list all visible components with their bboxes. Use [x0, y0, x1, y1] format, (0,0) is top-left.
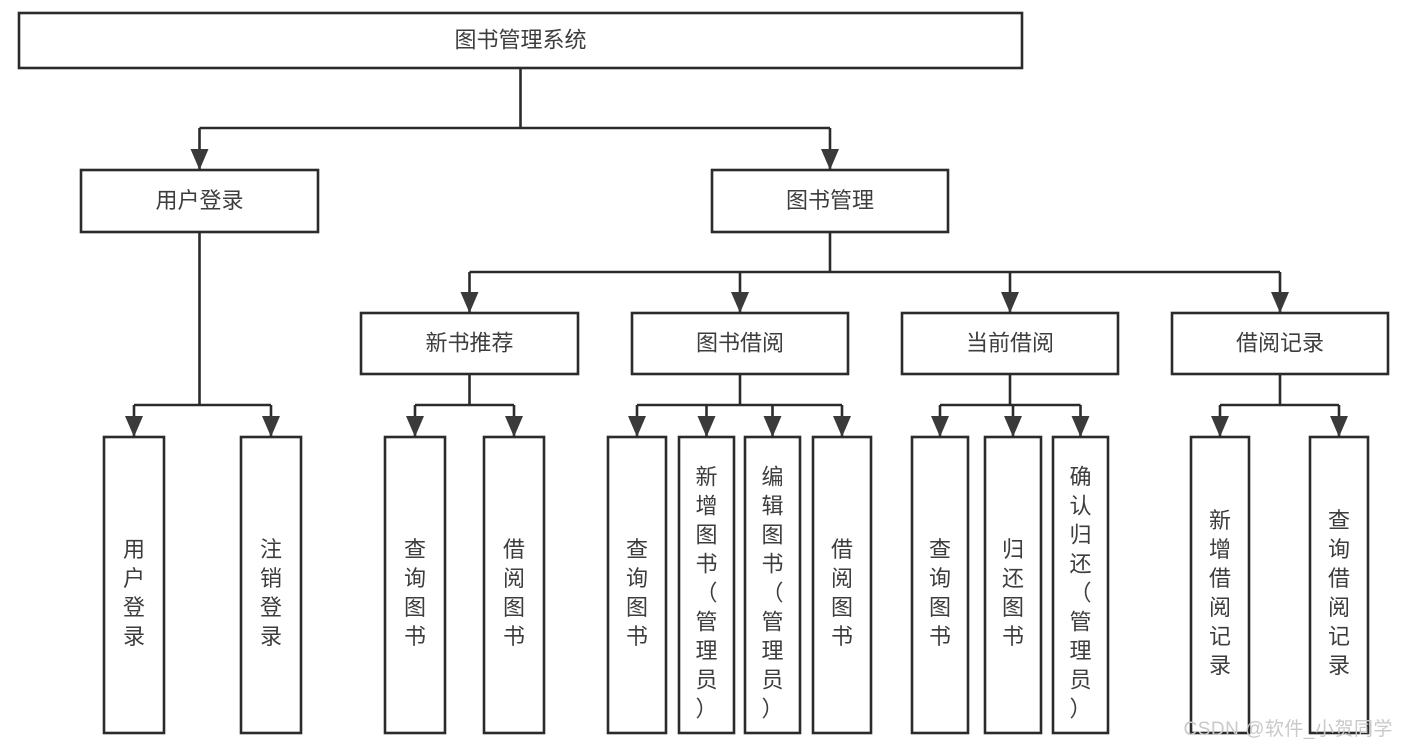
arrow-head-icon [1330, 416, 1348, 437]
arrow-head-icon [1271, 292, 1289, 313]
arrow-head-icon [1004, 416, 1022, 437]
level2-node-用户登录-box[interactable] [79, 168, 320, 234]
level3-node-图书借阅-box[interactable] [630, 311, 850, 376]
leaf-node-8-查询图书-label: 查询图书 [929, 537, 951, 649]
root-node-图书管理系统-label: 图书管理系统 [454, 27, 586, 52]
arrow-head-icon [505, 416, 523, 437]
level3-node-借阅记录-label: 借阅记录 [1236, 330, 1324, 355]
leaf-node-5-新增图书管理员-label: 新增图书（管理员） [695, 464, 717, 721]
level2-node-图书管理-box[interactable] [710, 168, 950, 234]
leaf-node-8-查询图书-box[interactable] [910, 435, 970, 735]
leaf-node-10-确认归还管理员-label: 确认归还（管理员） [1069, 464, 1091, 721]
leaf-node-9-归还图书-label: 归还图书 [1002, 537, 1024, 649]
root-node-图书管理系统-box[interactable] [17, 11, 1024, 70]
leaf-node-9-归还图书-box[interactable] [983, 435, 1043, 735]
node-group: 图书管理系统用户登录图书管理新书推荐图书借阅当前借阅借阅记录用户登录注销登录查询… [17, 11, 1390, 735]
leaf-node-7-借阅图书-label: 借阅图书 [831, 537, 853, 649]
leaf-node-6-编辑图书管理员-box[interactable] [743, 435, 802, 735]
arrow-head-icon [1211, 416, 1229, 437]
arrow-head-icon [763, 416, 782, 437]
arrow-head-icon [262, 416, 280, 437]
arrow-head-icon [931, 416, 949, 437]
leaf-node-3-借阅图书-label: 借阅图书 [503, 537, 525, 649]
leaf-node-2-查询图书-box[interactable] [383, 435, 447, 735]
arrow-head-icon [697, 416, 716, 437]
level3-node-图书借阅-label: 图书借阅 [696, 330, 784, 355]
arrow-head-icon [460, 292, 479, 313]
level3-node-借阅记录-box[interactable] [1170, 311, 1390, 376]
leaf-node-1-注销登录-label: 注销登录 [260, 537, 282, 649]
level3-node-当前借阅-box[interactable] [900, 311, 1120, 376]
leaf-node-11-新增借阅记录-box[interactable] [1189, 435, 1251, 735]
leaf-node-12-查询借阅记录-box[interactable] [1308, 435, 1370, 735]
leaf-node-0-用户登录-box[interactable] [102, 435, 166, 735]
leaf-node-11-新增借阅记录-label: 新增借阅记录 [1209, 508, 1231, 678]
level2-node-图书管理-label: 图书管理 [786, 188, 874, 213]
level3-node-新书推荐-label: 新书推荐 [425, 330, 513, 355]
arrow-head-icon [731, 292, 749, 313]
leaf-node-2-查询图书-label: 查询图书 [404, 537, 426, 649]
leaf-node-12-查询借阅记录-label: 查询借阅记录 [1328, 508, 1350, 678]
leaf-node-10-确认归还管理员-box[interactable] [1051, 435, 1110, 735]
leaf-node-4-查询图书-label: 查询图书 [626, 537, 648, 649]
leaf-node-6-编辑图书管理员-label: 编辑图书（管理员） [761, 464, 783, 721]
leaf-node-5-新增图书管理员-box[interactable] [677, 435, 736, 735]
level3-node-新书推荐-box[interactable] [359, 311, 580, 376]
level2-node-用户登录-label: 用户登录 [155, 188, 243, 213]
arrow-head-icon [406, 416, 424, 437]
arrow-head-icon [833, 416, 851, 437]
connector-lines [125, 68, 1348, 437]
arrow-head-icon [125, 416, 143, 437]
leaf-node-7-借阅图书-box[interactable] [811, 435, 873, 735]
leaf-node-1-注销登录-box[interactable] [239, 435, 303, 735]
arrow-head-icon [821, 149, 839, 170]
level3-node-当前借阅-label: 当前借阅 [966, 330, 1054, 355]
arrow-head-icon [628, 416, 646, 437]
arrow-head-icon [190, 149, 209, 170]
arrow-head-icon [1071, 416, 1090, 437]
leaf-node-3-借阅图书-box[interactable] [482, 435, 546, 735]
leaf-node-0-用户登录-label: 用户登录 [123, 537, 145, 649]
arrow-head-icon [1001, 292, 1019, 313]
leaf-node-4-查询图书-box[interactable] [606, 435, 668, 735]
